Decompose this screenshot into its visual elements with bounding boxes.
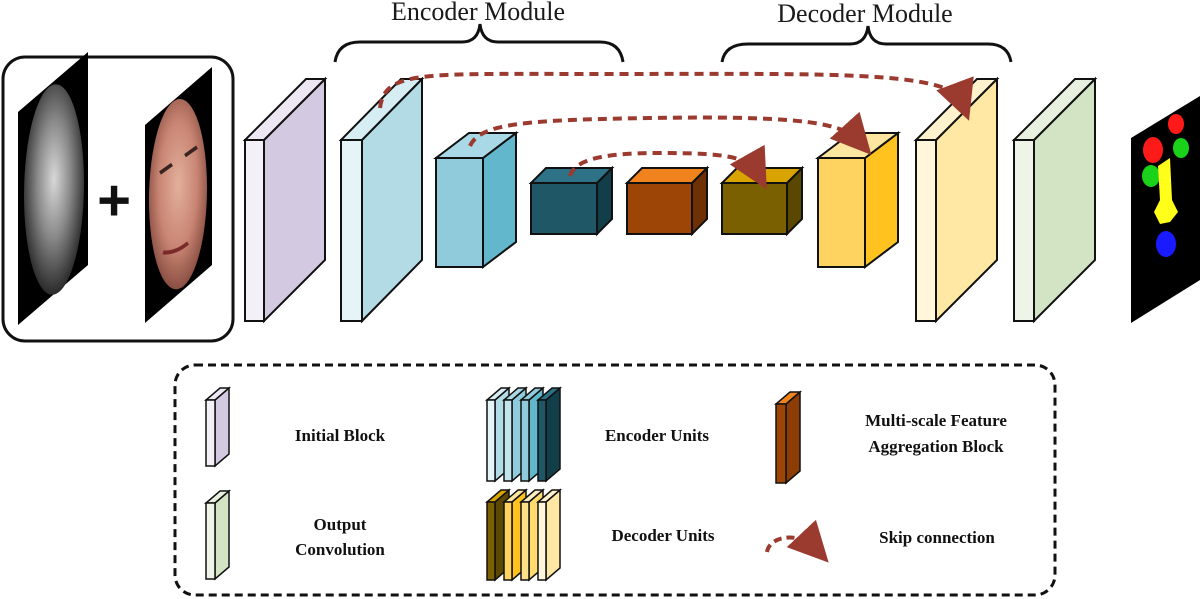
legend-encoder-units-label: Encoder Units (605, 426, 709, 445)
legend-encoder-units-icon (484, 386, 563, 483)
legend-decoder-units-label: Decoder Units (611, 526, 714, 545)
legend-box (173, 363, 1057, 597)
segmentation-output (1131, 96, 1200, 323)
decoder-brace (720, 25, 1013, 63)
skip-connection-inner (568, 144, 767, 190)
depth-image (18, 52, 88, 325)
legend-msfa-label-line2: Aggregation Block (868, 437, 1004, 456)
initial-block (242, 76, 328, 324)
legend-initial-block-label: Initial Block (295, 426, 386, 445)
encoder-brace (333, 23, 625, 63)
legend-decoder-units-icon (484, 488, 563, 582)
face-image (145, 67, 212, 323)
plus-symbol: + (97, 168, 131, 233)
encoder-unit-2 (433, 130, 519, 270)
msfa-block (624, 165, 710, 237)
decoder-unit-2 (815, 130, 901, 270)
legend-skip-connection-icon (765, 519, 829, 563)
decoder-unit-3 (719, 165, 805, 237)
skip-connection-middle (468, 111, 872, 155)
legend-msfa-icon (773, 390, 803, 485)
skip-connection-outer (378, 71, 974, 121)
output-convolution-block (1011, 76, 1098, 324)
encoder-module-title: Encoder Module (391, 0, 565, 26)
legend-output-convolution-icon (203, 489, 232, 581)
legend-initial-block-icon (203, 386, 232, 468)
legend-msfa-label-line1: Multi-scale Feature (865, 411, 1007, 430)
legend-output-label-line2: Convolution (295, 540, 385, 559)
encoder-unit-3 (528, 165, 615, 237)
encoder-unit-1 (338, 76, 425, 324)
legend-output-label-line1: Output (314, 515, 367, 534)
legend-skip-connection-label: Skip connection (879, 528, 995, 547)
decoder-unit-1 (913, 76, 1000, 324)
decoder-module-title: Decoder Module (777, 0, 952, 28)
